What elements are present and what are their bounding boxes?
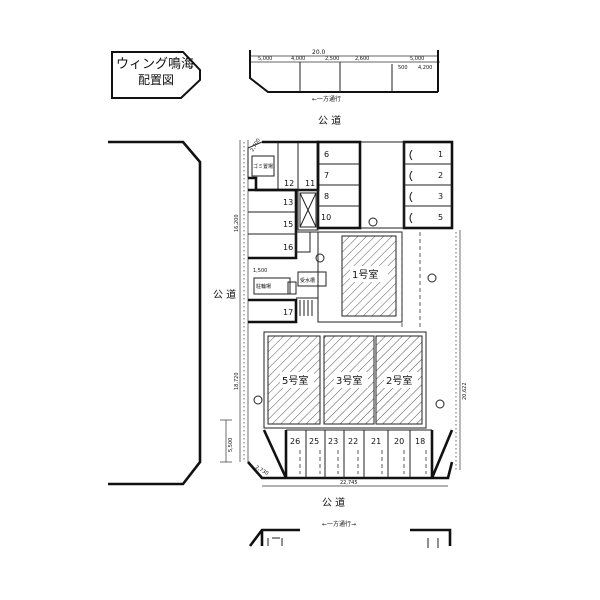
south-road-curb-right: [410, 528, 452, 546]
road-label-west: 公 道: [213, 288, 236, 301]
parking-space: 23: [328, 437, 338, 446]
dim-e: 5,000: [410, 56, 424, 62]
parking-space: 3: [438, 192, 443, 201]
title-block: ウィング鳴海 配置図: [111, 51, 201, 99]
dim-small-left: 1,500: [253, 268, 267, 274]
dim-d: 2,600: [355, 56, 369, 62]
parking-block-top-mid: 6 7 8 10: [316, 140, 378, 230]
parking-space: 18: [415, 437, 425, 446]
water-tank-label: 受水槽: [300, 277, 315, 284]
room-label-2: 2号室: [386, 374, 412, 387]
bike-parking-label: 駐輪場: [256, 283, 271, 290]
south-road-curb-left: [248, 528, 300, 547]
parking-space: 8: [324, 192, 329, 201]
parking-space: 17: [283, 308, 293, 317]
garbage-label: ゴミ置場: [253, 163, 273, 170]
parking-space: 5: [438, 213, 443, 222]
dim-a: 5,000: [258, 56, 272, 62]
parking-block-bottom: 26 25 23 22 21 20 18: [247, 429, 454, 480]
stair-core: [297, 189, 319, 231]
dim-left-lower: 18,720: [234, 373, 240, 391]
road-label-north: 公 道: [318, 114, 341, 127]
dim-bottom-left: 5,500: [228, 438, 234, 452]
parking-space: 21: [371, 437, 381, 446]
road-label-south: 公 道: [322, 496, 345, 509]
drawing-title: 配置図: [138, 73, 174, 87]
parking-space: 13: [283, 198, 293, 207]
parking-space: 2: [438, 171, 443, 180]
parking-space: 7: [324, 171, 329, 180]
parking-space: 1: [438, 150, 443, 159]
drive-lane-top: [359, 141, 405, 229]
room-label-3: 3号室: [336, 374, 362, 387]
parking-block-top-right: 1 2 3 5: [402, 140, 454, 230]
building-name: ウィング鳴海: [116, 57, 194, 72]
parking-space: 26: [290, 437, 300, 446]
one-way-south: ←一方通行→: [322, 520, 356, 528]
parking-block-top-left: 12 11 ゴミ置場: [247, 140, 320, 192]
dim-left-upper: 16,200: [234, 215, 240, 233]
parking-space: 22: [348, 437, 358, 446]
building-room-1: 1号室: [317, 231, 421, 330]
parking-space-17: 17: [248, 298, 298, 324]
room-label-5: 5号室: [282, 374, 308, 387]
dim-bottom: 22,745: [340, 480, 358, 486]
one-way-north: ←一方通行: [312, 95, 341, 103]
top-dimension-diagram: 20.0 5,000 4,000 2,500 2,600 5,000 500 4…: [249, 49, 440, 93]
dim-g: 4,200: [418, 65, 432, 71]
dim-corner-top: 2,700: [250, 138, 262, 153]
service-area: 受水槽 駐輪場 1,500: [253, 268, 327, 316]
west-road-curb: [108, 140, 202, 486]
parking-space: 16: [283, 243, 293, 252]
dim-right: 20,622: [462, 383, 468, 401]
dim-c: 2,500: [325, 56, 339, 62]
parking-space: 10: [321, 213, 331, 222]
dim-b: 4,000: [291, 56, 305, 62]
utility-block: [295, 231, 311, 253]
parking-space: 11: [305, 179, 315, 188]
dim-f: 500: [398, 65, 408, 71]
dim-total: 20.0: [312, 49, 326, 56]
parking-block-left: 13 15 16: [248, 188, 298, 260]
parking-space: 6: [324, 150, 329, 159]
parking-space: 15: [283, 220, 293, 229]
parking-space: 20: [394, 437, 404, 446]
room-label-1: 1号室: [352, 268, 378, 281]
parking-space: 25: [309, 437, 319, 446]
parking-space: 12: [284, 179, 294, 188]
building-lower: 5号室 3号室 2号室: [253, 273, 445, 429]
